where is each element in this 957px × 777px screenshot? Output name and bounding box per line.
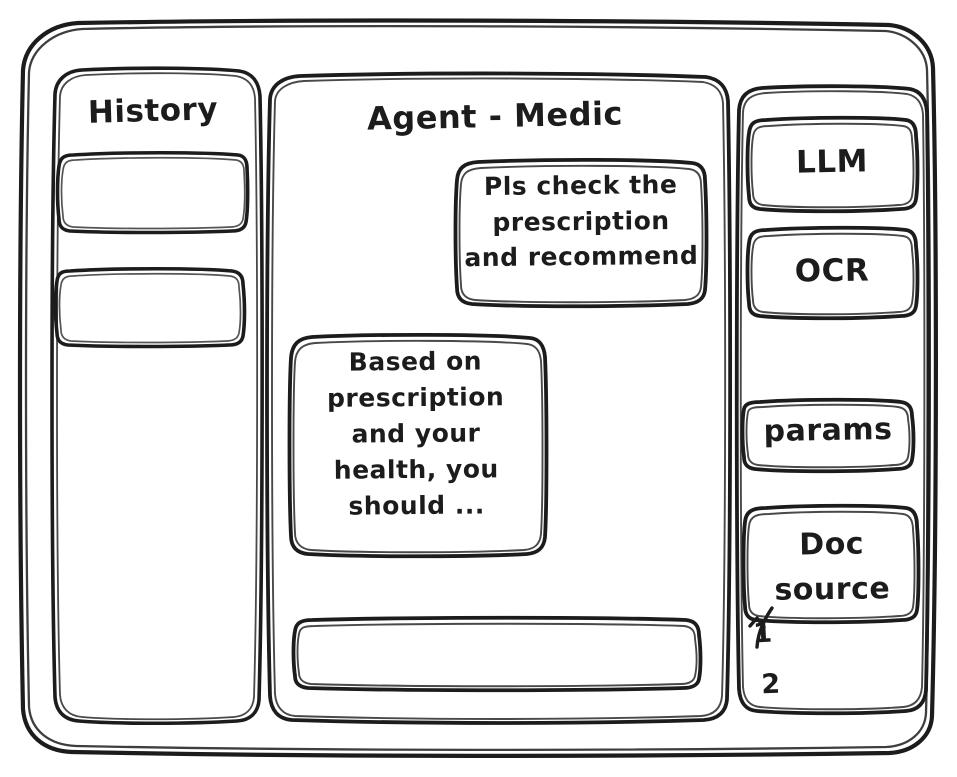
tool-ocr-button[interactable] (747, 228, 918, 319)
tool-doc-source-button[interactable] (743, 506, 919, 623)
message-input[interactable] (293, 618, 701, 690)
history-item-1[interactable] (57, 152, 248, 232)
assistant-message-bubble[interactable] (289, 335, 548, 557)
user-message-bubble[interactable] (455, 160, 707, 307)
tool-llm-button[interactable] (747, 118, 918, 211)
tool-params-button[interactable] (742, 400, 914, 471)
history-item-2[interactable] (55, 268, 245, 346)
